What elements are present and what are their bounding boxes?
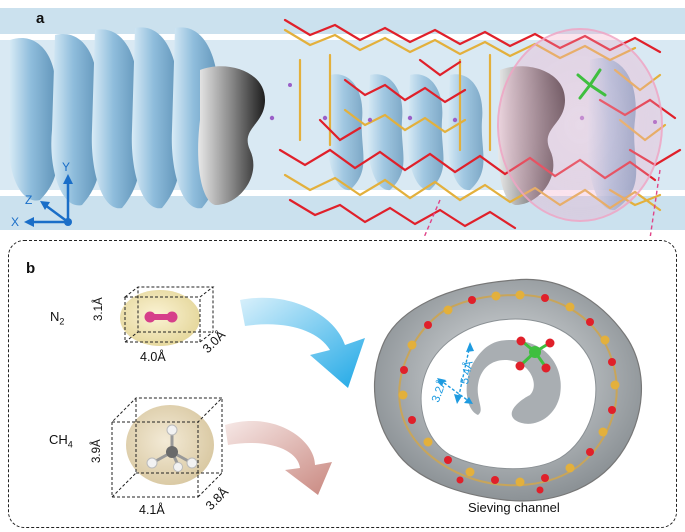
ch4-formula-sub: 4 xyxy=(67,439,73,450)
panel-a: a Y Z X xyxy=(0,0,685,236)
sieving-channel-caption: Sieving channel xyxy=(468,500,560,515)
axis-y-label: Y xyxy=(62,160,71,174)
axis-x-label: X xyxy=(11,215,20,229)
axis-z-label: Z xyxy=(25,193,33,207)
panel-b xyxy=(8,240,677,528)
n2-molecule-box xyxy=(120,286,215,346)
n2-width-label: 4.0Å xyxy=(140,350,166,364)
ch4-formula-main: CH xyxy=(49,432,68,447)
ch4-molecule-box xyxy=(110,397,224,498)
dark-lobe-left xyxy=(198,66,265,205)
n2-formula: N2 xyxy=(50,309,64,327)
channel-rendering xyxy=(0,8,685,236)
panel-b-letter: b xyxy=(26,260,36,277)
axis-indicator xyxy=(24,174,73,227)
ch4-height-label: 3.9Å xyxy=(91,439,103,463)
block-arrow xyxy=(225,420,332,495)
ch4-width-label: 4.1Å xyxy=(139,503,165,517)
ch4-formula: CH4 xyxy=(49,432,73,450)
n2-formula-sub: 2 xyxy=(59,316,65,327)
perchlorate-fragment xyxy=(576,68,607,100)
n2-formula-main: N xyxy=(50,309,60,324)
panel-a-letter: a xyxy=(36,10,45,27)
highlight-ring xyxy=(497,28,663,222)
pore-dimension-arrows xyxy=(439,344,471,403)
sieving-channel xyxy=(373,278,642,502)
pore-perchlorate xyxy=(515,336,555,373)
pass-arrow xyxy=(240,297,365,388)
n2-height-label: 3.1Å xyxy=(93,297,105,321)
ring-atoms xyxy=(398,290,620,494)
